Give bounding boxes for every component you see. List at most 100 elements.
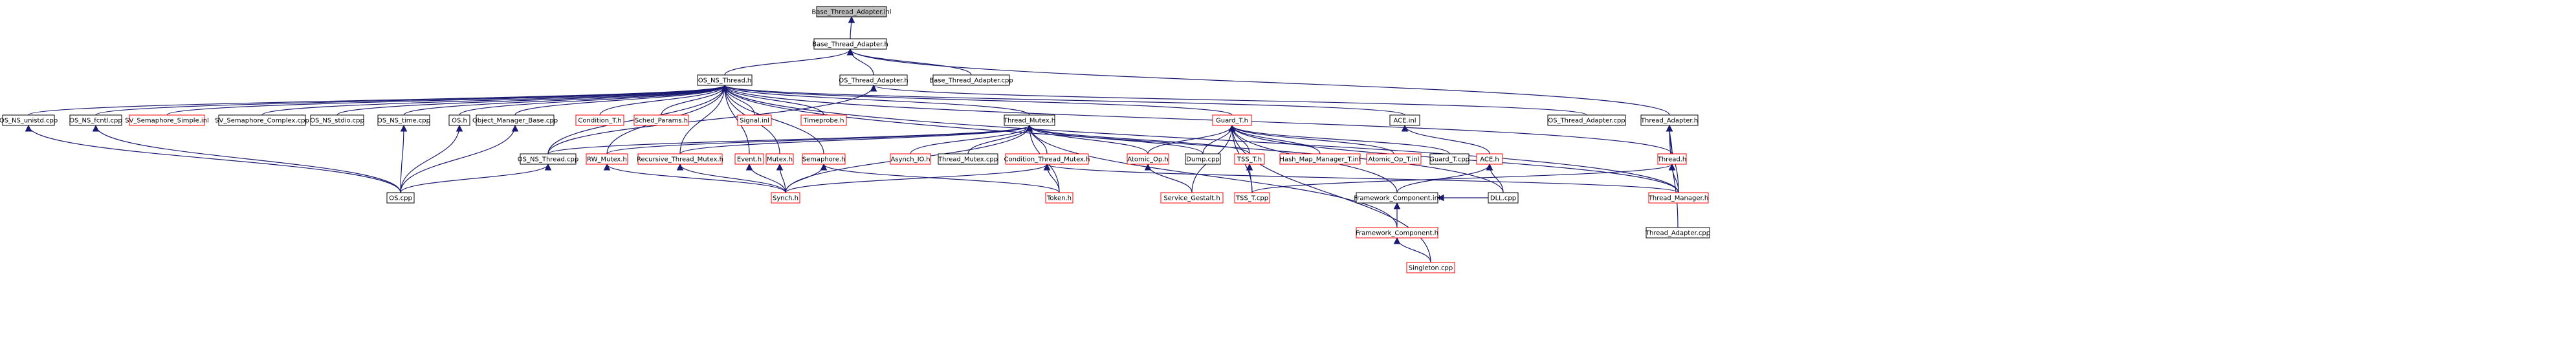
node-box xyxy=(386,192,415,204)
node-dll[interactable]: DLL.cpp xyxy=(1488,192,1519,204)
node-osnsunistd[interactable]: OS_NS_unistd.cpp xyxy=(0,114,58,126)
node-osnsthr-cpp[interactable]: OS_NS_Thread.cpp xyxy=(518,153,578,165)
node-box xyxy=(476,114,555,126)
edge-objmgr-to-osnsthread_h xyxy=(514,84,729,116)
edge-aceinl-to-osnsthread_h xyxy=(721,84,1405,116)
edge-atomicopt-to-guard xyxy=(1228,124,1394,154)
edge-osta_cpp-to-osta_h xyxy=(870,84,1587,116)
node-os-cpp[interactable]: OS.cpp xyxy=(386,192,415,204)
node-semaphore[interactable]: Semaphore.h xyxy=(802,153,846,165)
node-aceinl[interactable]: ACE.inl xyxy=(1389,114,1420,126)
node-osnstime[interactable]: OS_NS_time.cpp xyxy=(377,114,430,126)
edge-recmutex-to-thrmutex xyxy=(679,124,1033,154)
node-ace-h[interactable]: ACE.h xyxy=(1476,153,1503,165)
node-ta-cpp[interactable]: Thread_Adapter.cpp xyxy=(1645,227,1710,239)
node-thread-h[interactable]: Thread.h xyxy=(1657,153,1687,165)
node-box xyxy=(1476,153,1503,165)
edge-os_cpp-to-osnsunistd xyxy=(25,124,401,193)
node-thrmgr[interactable]: Thread_Manager.h xyxy=(1648,192,1709,204)
edge-event-to-osnsthread_h xyxy=(721,84,750,154)
node-box xyxy=(737,114,772,126)
node-label: Hash_Map_Manager_T.inl xyxy=(1279,156,1360,164)
node-mutex[interactable]: Mutex.h xyxy=(765,153,794,165)
node-label: ACE.inl xyxy=(1393,118,1416,125)
node-box xyxy=(813,38,887,50)
node-cond-t[interactable]: Condition_T.h xyxy=(575,114,624,126)
node-signal[interactable]: Signal.inl xyxy=(737,114,772,126)
node-hashmap[interactable]: Hash_Map_Manager_T.inl xyxy=(1279,153,1361,165)
node-osta-cpp[interactable]: OS_Thread_Adapter.cpp xyxy=(1547,114,1626,126)
node-ta-h[interactable]: Thread_Adapter.h xyxy=(1640,114,1699,126)
edge-thrmgr-to-condthrmutex xyxy=(1044,163,1679,193)
edge-semaphore-to-osnsthread_h xyxy=(721,84,824,154)
edge-tsst_h-to-thrmutex xyxy=(1026,124,1250,154)
node-token[interactable]: Token.h xyxy=(1045,192,1073,204)
node-box xyxy=(1547,114,1626,126)
node-label: OS.h xyxy=(452,118,467,125)
node-svsimple[interactable]: SV_Semaphore_Simple.inl xyxy=(125,114,209,126)
edge-guard-to-osnsthread_h xyxy=(721,84,1233,116)
node-label: Asynch_IO.h xyxy=(890,156,930,164)
node-label: Base_Thread_Adapter.inl xyxy=(811,9,891,16)
node-atomicopt[interactable]: Atomic_Op_T.inl xyxy=(1366,153,1422,165)
node-condthrmutex[interactable]: Condition_Thread_Mutex.h xyxy=(1004,153,1090,165)
node-osnsstdio[interactable]: OS_NS_stdio.cpp xyxy=(310,114,364,126)
node-bta-h[interactable]: Base_Thread_Adapter.h xyxy=(812,38,888,50)
edge-synch-to-mutex xyxy=(776,163,786,193)
node-event[interactable]: Event.h xyxy=(734,153,764,165)
node-os-h[interactable]: OS.h xyxy=(448,114,470,126)
node-label: RW_Mutex.h xyxy=(587,156,627,164)
node-asyncio[interactable]: Asynch_IO.h xyxy=(890,153,931,165)
node-label: Timeprobe.h xyxy=(803,118,844,125)
node-label: Event.h xyxy=(737,156,762,164)
node-atomicop[interactable]: Atomic_Op.h xyxy=(1127,153,1169,165)
node-label: Synch.h xyxy=(773,195,798,202)
node-singleton[interactable]: Singleton.cpp xyxy=(1406,262,1455,273)
node-sched[interactable]: Sched_Params.h xyxy=(633,114,689,126)
edge-os_cpp-to-osnstime xyxy=(400,124,408,193)
node-tsst-h[interactable]: TSS_T.h xyxy=(1234,153,1265,165)
node-objmgr[interactable]: Object_Manager_Base.cpp xyxy=(472,114,558,126)
node-label: Condition_Thread_Mutex.h xyxy=(1004,156,1090,164)
node-root[interactable]: Base_Thread_Adapter.inl xyxy=(811,6,892,17)
node-box xyxy=(816,6,887,17)
node-box xyxy=(218,114,306,126)
node-label: SV_Semaphore_Complex.cpp xyxy=(215,118,309,125)
edge-synch-to-recmutex xyxy=(676,163,786,193)
node-label: OS_NS_time.cpp xyxy=(377,118,430,125)
edge-bta_cpp-to-bta_h xyxy=(846,48,972,76)
node-svcgest[interactable]: Service_Gestalt.h xyxy=(1160,192,1224,204)
node-rwmutex[interactable]: RW_Mutex.h xyxy=(586,153,628,165)
node-label: Condition_T.h xyxy=(578,118,621,125)
node-bta-cpp[interactable]: Base_Thread_Adapter.cpp xyxy=(929,74,1013,86)
node-synch[interactable]: Synch.h xyxy=(771,192,800,204)
node-fwcomp-inl[interactable]: Framework_Component.inl xyxy=(1354,192,1440,204)
file-nodes: Base_Thread_Adapter.inlBase_Thread_Adapt… xyxy=(0,6,1710,273)
node-label: OS_NS_unistd.cpp xyxy=(0,118,58,125)
node-thrmutex-cpp[interactable]: Thread_Mutex.cpp xyxy=(938,153,998,165)
node-label: Recursive_Thread_Mutex.h xyxy=(637,156,723,164)
node-timeprobe[interactable]: Timeprobe.h xyxy=(800,114,847,126)
node-guard[interactable]: Guard_T.h xyxy=(1212,114,1252,126)
node-recmutex[interactable]: Recursive_Thread_Mutex.h xyxy=(637,153,723,165)
node-label: Framework_Component.inl xyxy=(1354,195,1440,202)
node-tsst-cpp[interactable]: TSS_T.cpp xyxy=(1234,192,1270,204)
node-dump[interactable]: Dump.cpp xyxy=(1185,153,1221,165)
node-fwcomp-h[interactable]: Framework_Component.h xyxy=(1356,227,1438,239)
edge-svcgest-to-atomicop xyxy=(1144,163,1193,193)
node-thrmutex[interactable]: Thread_Mutex.h xyxy=(1003,114,1055,126)
node-osnsfcntl[interactable]: OS_NS_fcntl.cpp xyxy=(69,114,122,126)
edge-ta_h-to-bta_h xyxy=(846,48,1670,116)
node-label: SV_Semaphore_Simple.inl xyxy=(125,118,209,125)
node-guard-cpp[interactable]: Guard_T.cpp xyxy=(1429,153,1470,165)
node-box xyxy=(129,114,205,126)
node-svcomplex[interactable]: SV_Semaphore_Complex.cpp xyxy=(215,114,309,126)
node-osnsthread-h[interactable]: OS_NS_Thread.h xyxy=(697,74,753,86)
node-label: Guard_T.h xyxy=(1216,118,1248,125)
node-box xyxy=(1356,192,1438,204)
edge-dll-to-osnsthread_h xyxy=(721,84,1504,193)
node-osta-h[interactable]: OS_Thread_Adapter.h xyxy=(839,74,908,86)
node-box xyxy=(520,153,577,165)
edge-dump-to-thrmutex xyxy=(1026,124,1204,154)
